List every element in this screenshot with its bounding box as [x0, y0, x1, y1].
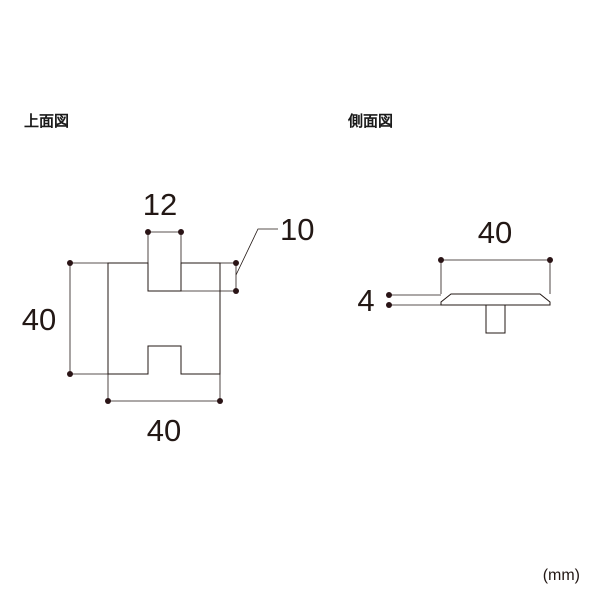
top-width-point-right — [217, 398, 223, 404]
height-point-bottom — [67, 371, 73, 377]
notch-depth-dimension: 10 — [181, 212, 314, 294]
top-width-label: 40 — [147, 413, 181, 448]
notch-depth-label: 10 — [280, 212, 314, 247]
side-width-point-right — [547, 257, 553, 263]
top-view-h-shape — [107, 262, 221, 375]
notch-width-point-left — [145, 229, 151, 235]
height-dimension: 40 — [22, 260, 108, 377]
thickness-label: 4 — [357, 283, 374, 318]
height-label: 40 — [22, 302, 56, 337]
notch-depth-point-bottom — [233, 288, 239, 294]
notch-width-label: 12 — [143, 187, 177, 222]
side-width-dimension: 40 — [438, 215, 553, 294]
unit-label: (mm) — [543, 567, 580, 584]
side-view-post — [485, 305, 506, 334]
side-width-point-left — [438, 257, 444, 263]
top-width-dimension: 40 — [105, 374, 223, 448]
thickness-point-top — [386, 292, 392, 298]
thickness-dimension: 4 — [357, 283, 441, 318]
top-width-point-left — [105, 398, 111, 404]
height-point-top — [67, 260, 73, 266]
side-view-plate — [440, 293, 551, 306]
notch-depth-leader — [235, 228, 278, 276]
notch-width-dimension: 12 — [143, 187, 184, 263]
top-view-title: 上面図 — [24, 112, 69, 130]
side-width-label: 40 — [478, 215, 512, 250]
side-view-title: 側面図 — [347, 112, 393, 130]
notch-width-point-right — [178, 229, 184, 235]
notch-depth-point-top — [233, 260, 239, 266]
thickness-point-bottom — [386, 302, 392, 308]
